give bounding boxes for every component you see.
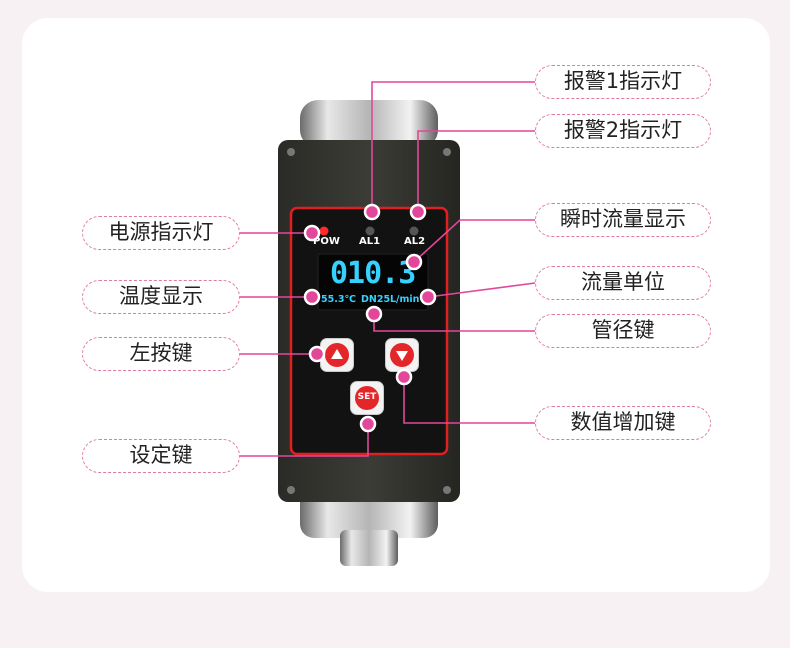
flow-readout: 010.3 [330, 256, 416, 291]
callout-increase-key: 数值增加键 [535, 406, 711, 440]
pow-label: POW [313, 236, 340, 247]
triangle-down-icon [396, 351, 408, 361]
callout-left-key: 左按键 [82, 337, 240, 371]
set-button[interactable]: SET [350, 381, 384, 415]
temperature-readout: 55.3℃ [321, 294, 356, 305]
increase-button[interactable] [385, 338, 419, 372]
callout-alarm1: 报警1指示灯 [535, 65, 711, 99]
pipe-size-readout: DN25 [361, 294, 391, 305]
callout-set-key: 设定键 [82, 439, 240, 473]
callout-alarm2: 报警2指示灯 [535, 114, 711, 148]
triangle-up-icon [331, 349, 343, 359]
set-label: SET [357, 392, 377, 402]
callout-temperature: 温度显示 [82, 280, 240, 314]
al1-label: AL1 [359, 236, 381, 247]
al2-label: AL2 [404, 236, 426, 247]
callout-flow-display: 瞬时流量显示 [535, 203, 711, 237]
callout-pipe-key: 管径键 [535, 314, 711, 348]
callout-power: 电源指示灯 [82, 216, 240, 250]
unit-readout: L/min [390, 294, 420, 305]
callout-flow-unit: 流量单位 [535, 266, 711, 300]
left-button[interactable] [320, 338, 354, 372]
